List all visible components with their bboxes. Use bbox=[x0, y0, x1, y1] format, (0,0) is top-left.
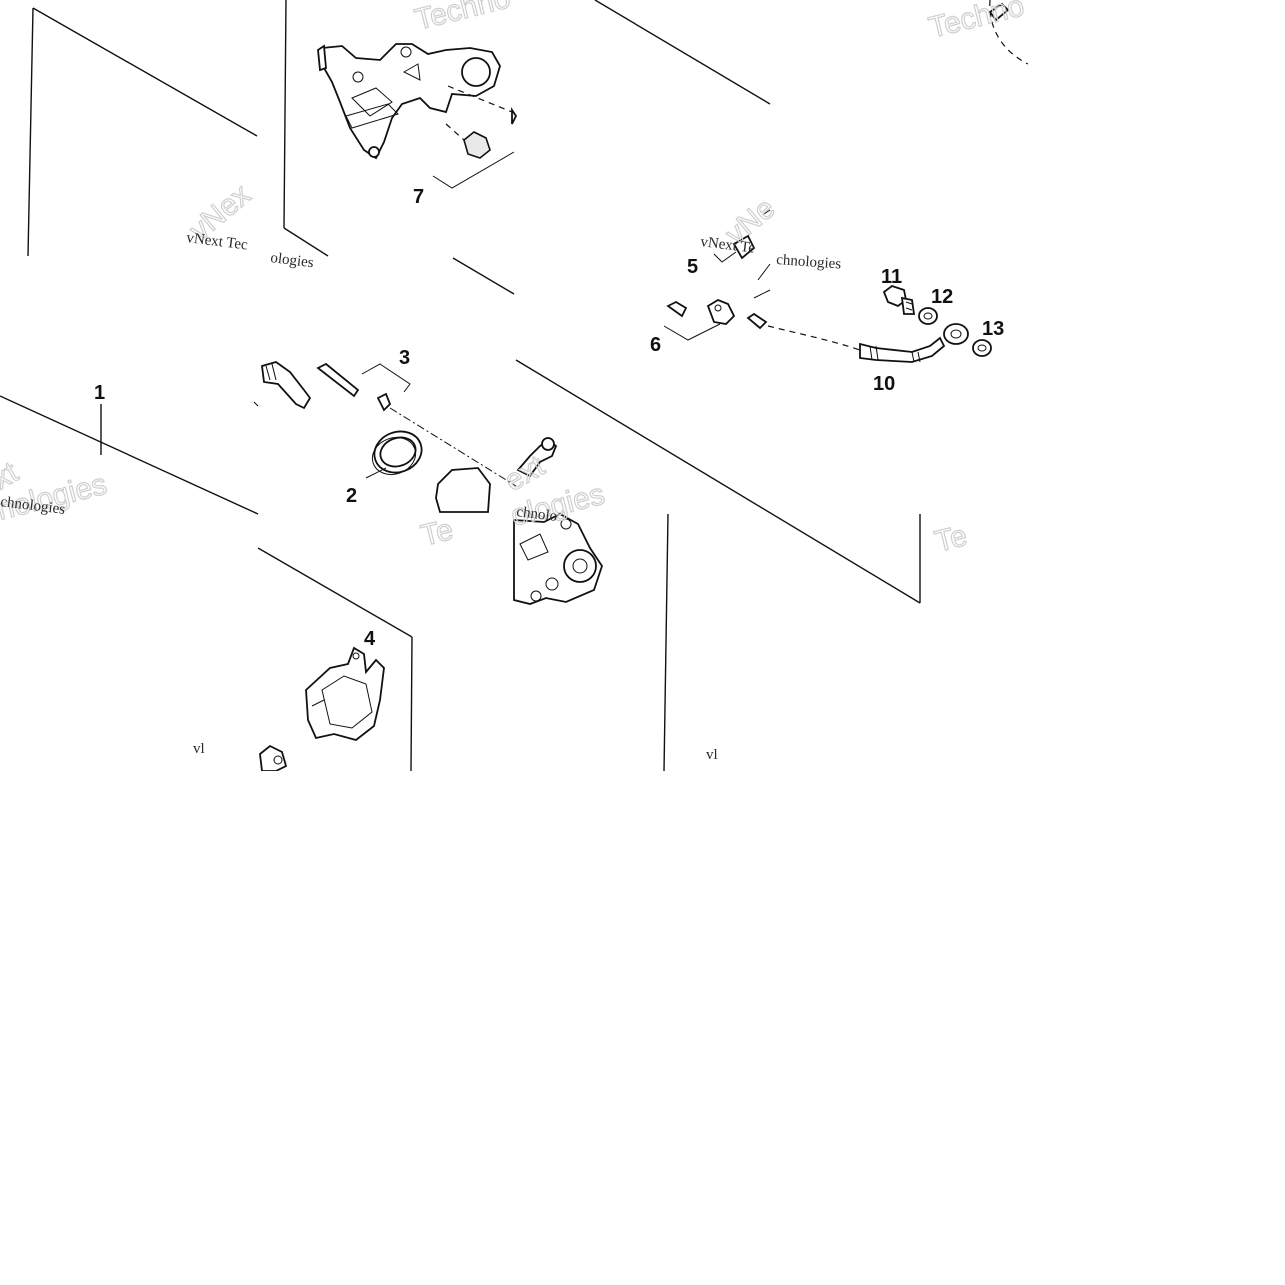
watermark-technologies: Te bbox=[932, 519, 971, 559]
leader-7 bbox=[432, 151, 515, 189]
callout-3: 3 bbox=[399, 347, 410, 369]
caliper-body-partial bbox=[513, 512, 603, 605]
watermark-technologies: Techno bbox=[412, 0, 514, 37]
slide-pin-small bbox=[316, 362, 392, 412]
callout-12: 12 bbox=[931, 286, 953, 308]
leader-2 bbox=[365, 467, 387, 479]
caliper-bracket bbox=[317, 43, 501, 160]
bleeder-5 bbox=[713, 209, 771, 263]
callout-6: 6 bbox=[650, 334, 661, 356]
hose-extra-lines bbox=[753, 263, 771, 299]
piston-seal-ring bbox=[371, 430, 423, 476]
dashed-arc-fragment bbox=[988, 0, 1029, 65]
watermark-technologies: Te bbox=[418, 513, 457, 553]
watermark-serif: chnologies bbox=[776, 252, 842, 273]
bleeder-fitting bbox=[516, 437, 558, 478]
watermark-serif: ologies bbox=[270, 250, 315, 271]
banjo-bolt-11 bbox=[882, 284, 916, 315]
watermark-serif: vl bbox=[706, 747, 718, 763]
watermark-serif: vl bbox=[193, 741, 205, 757]
panel-outline-top-right bbox=[594, 0, 771, 105]
panel-outline-lower bbox=[257, 513, 669, 772]
leader-3 bbox=[253, 363, 411, 407]
callout-4: 4 bbox=[364, 628, 376, 650]
callout-5: 5 bbox=[687, 256, 698, 278]
panel-outline-top-center bbox=[283, 0, 515, 295]
callout-13: 13 bbox=[982, 318, 1004, 340]
callout-2: 2 bbox=[346, 485, 357, 507]
brake-pad bbox=[305, 646, 385, 741]
watermark-serif: vNext Te bbox=[700, 234, 757, 257]
callout-11: 11 bbox=[881, 266, 902, 288]
washer-13 bbox=[972, 339, 992, 357]
panel-outline-middle bbox=[0, 359, 921, 604]
callout-1: 1 bbox=[94, 382, 105, 404]
panel-outline-left bbox=[27, 7, 258, 257]
caliper-piston bbox=[389, 407, 517, 513]
lower-fragment bbox=[259, 744, 288, 772]
watermark-serif: chnologies bbox=[0, 494, 66, 518]
washer-12 bbox=[918, 307, 938, 325]
watermark-technologies: Techno bbox=[926, 0, 1028, 45]
callout-7: 7 bbox=[413, 186, 424, 208]
brake-hose-10 bbox=[746, 312, 946, 363]
watermark-serif: chnolo bbox=[516, 504, 558, 525]
watermark-serif: vNext Tec bbox=[186, 230, 249, 253]
callout-10: 10 bbox=[873, 373, 895, 395]
bracket-pin-boot bbox=[445, 85, 518, 159]
banjo-fitting bbox=[943, 323, 969, 345]
callout-labels: 1 2 3 4 5 6 7 10 11 12 13 bbox=[94, 186, 1004, 650]
slide-pin-large bbox=[261, 361, 312, 410]
fitting-6 bbox=[663, 298, 736, 341]
